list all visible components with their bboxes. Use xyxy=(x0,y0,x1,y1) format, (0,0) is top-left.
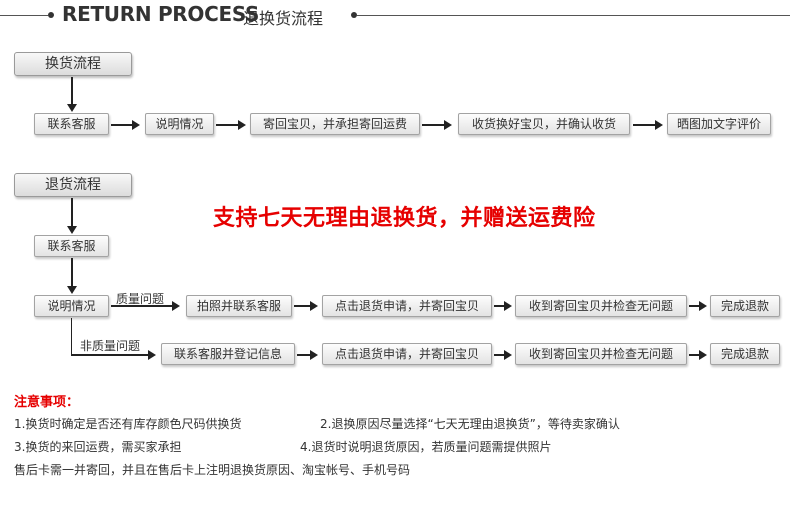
non-quality-arrow-3 xyxy=(689,350,707,360)
notice-item-1: 1.换货时确定是否还有库存颜色尺码供换货 xyxy=(14,417,242,431)
quality-step-2: 点击退货申请，并寄回宝贝 xyxy=(322,295,492,317)
notice-item-3: 3.换货的来回运费，需买家承担 xyxy=(14,440,182,454)
header-dot-right xyxy=(351,12,357,18)
non-quality-step-4: 完成退款 xyxy=(710,343,780,365)
quality-step-4: 完成退款 xyxy=(710,295,780,317)
non-quality-arrow-1 xyxy=(297,350,318,360)
branch-non-quality-label: 非质量问题 xyxy=(80,339,141,353)
non-quality-step-3: 收到寄回宝贝并检查无问题 xyxy=(515,343,687,365)
page-title-en: RETURN PROCESS xyxy=(62,2,260,26)
branch-quality-label: 质量问题 xyxy=(116,292,165,306)
branch-non-quality-arrow xyxy=(71,350,156,360)
refund-arrow-down-2 xyxy=(67,258,77,294)
non-quality-step-1: 联系客服并登记信息 xyxy=(161,343,295,365)
non-quality-step-2: 点击退货申请，并寄回宝贝 xyxy=(322,343,492,365)
exchange-step-1: 联系客服 xyxy=(34,113,109,135)
promo-banner: 支持七天无理由退换货，并赠送运费险 xyxy=(213,206,596,231)
quality-arrow-3 xyxy=(689,301,707,311)
exchange-arrow-3 xyxy=(422,120,452,130)
exchange-arrow-1 xyxy=(111,120,140,130)
quality-arrow-1 xyxy=(294,301,318,311)
refund-step-contact: 联系客服 xyxy=(34,235,109,257)
notice-item-4: 4.退货时说明退货原因，若质量问题需提供照片 xyxy=(300,440,552,454)
quality-step-3: 收到寄回宝贝并检查无问题 xyxy=(515,295,687,317)
notice-title: 注意事项： xyxy=(14,395,80,410)
exchange-arrow-down xyxy=(67,77,77,112)
header-line-left xyxy=(0,15,48,16)
exchange-step-4: 收货换好宝贝，并确认收货 xyxy=(458,113,630,135)
header-dot-left xyxy=(48,12,54,18)
notice-item-2: 2.退换原因尽量选择“七天无理由退换货”，等待卖家确认 xyxy=(320,417,620,431)
header-line-right xyxy=(357,15,790,16)
page-title-cn: 退换货流程 xyxy=(243,9,324,28)
quality-arrow-2 xyxy=(494,301,512,311)
notice-item-5: 售后卡需一并寄回，并且在售后卡上注明退换货原因、淘宝帐号、手机号码 xyxy=(14,463,411,477)
exchange-step-2: 说明情况 xyxy=(145,113,214,135)
exchange-arrow-2 xyxy=(216,120,246,130)
quality-step-1: 拍照并联系客服 xyxy=(186,295,292,317)
refund-arrow-down-1 xyxy=(67,198,77,234)
exchange-step-5: 晒图加文字评价 xyxy=(667,113,771,135)
branch-connector xyxy=(71,318,72,355)
exchange-arrow-4 xyxy=(633,120,663,130)
refund-section-label: 退货流程 xyxy=(14,173,132,197)
non-quality-arrow-2 xyxy=(494,350,512,360)
exchange-section-label: 换货流程 xyxy=(14,52,132,76)
exchange-step-3: 寄回宝贝，并承担寄回运费 xyxy=(250,113,420,135)
branch-quality-arrow xyxy=(111,301,180,311)
refund-step-explain: 说明情况 xyxy=(34,295,109,317)
